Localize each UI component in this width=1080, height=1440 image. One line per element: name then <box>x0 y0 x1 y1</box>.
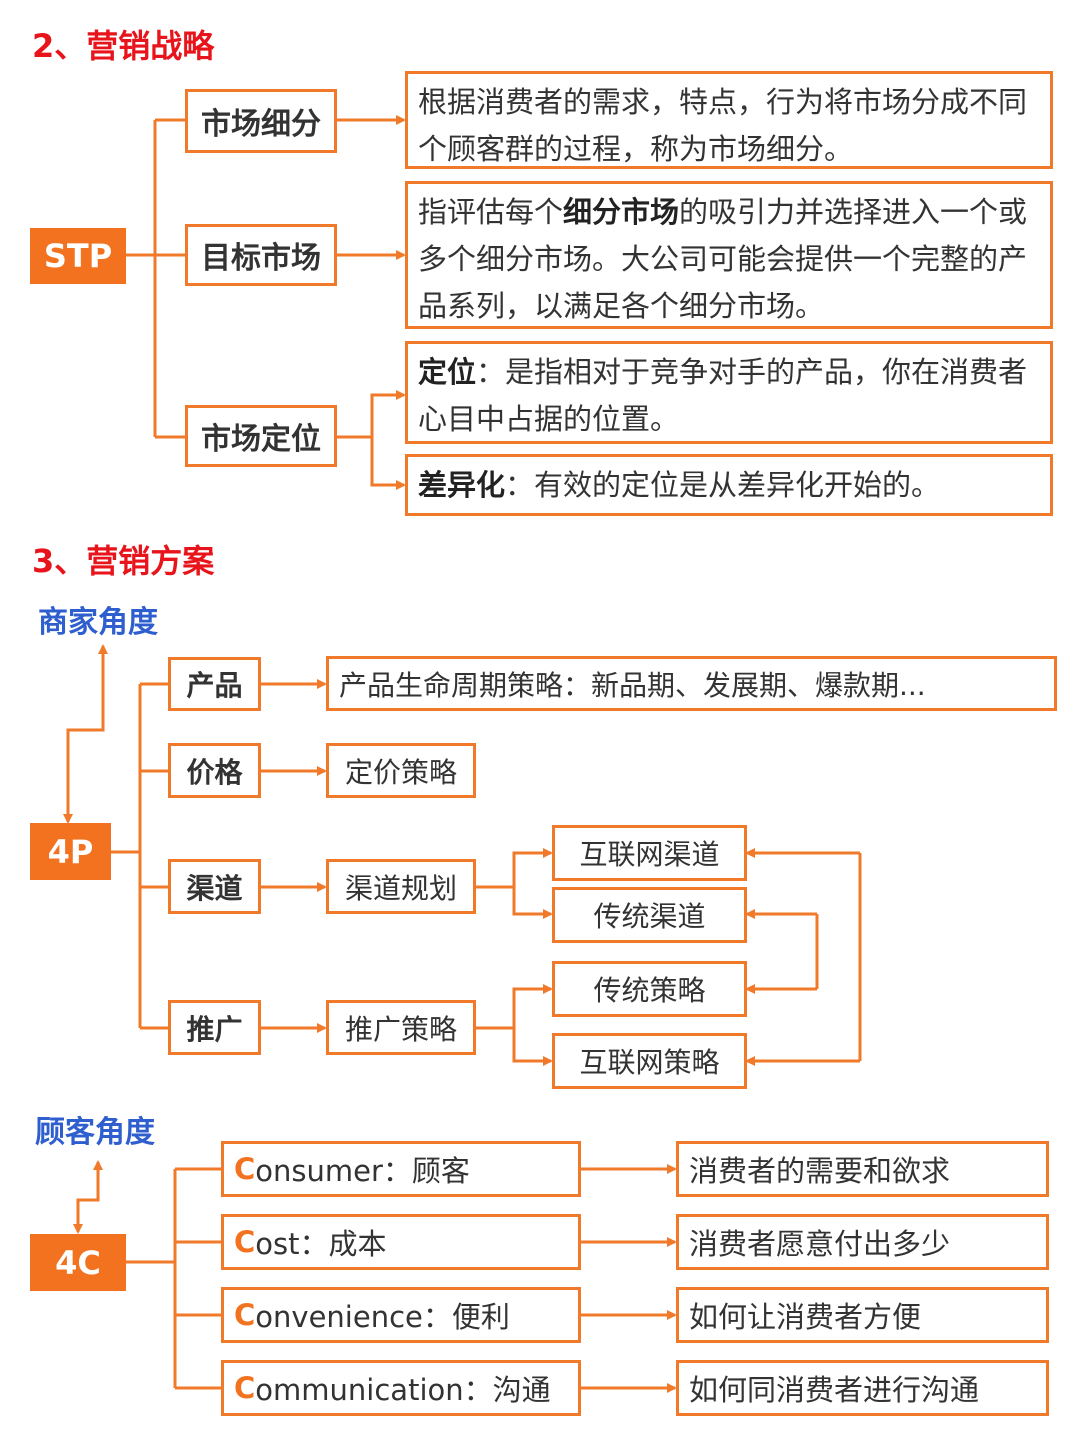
section-2-heading: 2、营销战略 <box>32 27 215 65</box>
positioning-text: ：是指相对于竞争对手的产品，你在消费者心目中占据的位置。 <box>418 355 1028 436</box>
segmentation-text: 根据消费者的需求，特点，行为将市场分成不同个顾客群的过程，称为市场细分。 <box>418 85 1028 166</box>
cost-label: ost：成本 <box>255 1227 387 1261</box>
segmentation-description: 根据消费者的需求，特点，行为将市场分成不同个顾客群的过程，称为市场细分。 <box>405 71 1053 169</box>
target-text-bold: 细分市场 <box>563 195 680 229</box>
market-positioning-node: 市场定位 <box>185 405 337 467</box>
4c-root-node: 4C <box>30 1234 126 1291</box>
c-letter: C <box>234 1371 256 1405</box>
traditional-strategy: 传统策略 <box>552 961 747 1017</box>
market-segmentation-node: 市场细分 <box>185 89 337 153</box>
internet-strategy: 互联网策略 <box>552 1033 747 1089</box>
cost-meaning: 消费者愿意付出多少 <box>676 1214 1049 1270</box>
differentiation-description: 差异化：有效的定位是从差异化开始的。 <box>405 454 1053 516</box>
product-node: 产品 <box>168 657 261 711</box>
price-node: 价格 <box>168 743 261 798</box>
target-text-post: 的吸引力并选择进入一个或多个细分市场。大公司可能会提供一个完整的产品系列，以满足… <box>418 195 1028 323</box>
channel-node: 渠道 <box>168 859 261 914</box>
consumer-label: onsumer：顾客 <box>255 1154 470 1188</box>
merchant-view-label: 商家角度 <box>38 605 158 640</box>
target-text-pre: 指评估每个 <box>418 195 564 229</box>
customer-view-label: 顾客角度 <box>35 1115 155 1150</box>
c-letter: C <box>234 1298 256 1332</box>
channel-planning: 渠道规划 <box>326 859 476 914</box>
stp-root-node: STP <box>30 228 126 284</box>
promotion-node: 推广 <box>168 1000 261 1055</box>
internet-channel: 互联网渠道 <box>552 825 747 881</box>
convenience-meaning: 如何让消费者方便 <box>676 1287 1049 1343</box>
target-market-description: 指评估每个细分市场的吸引力并选择进入一个或多个细分市场。大公司可能会提供一个完整… <box>405 181 1053 329</box>
consumer-meaning: 消费者的需要和欲求 <box>676 1141 1049 1197</box>
positioning-description: 定位：是指相对于竞争对手的产品，你在消费者心目中占据的位置。 <box>405 341 1053 444</box>
pricing-strategy: 定价策略 <box>326 743 476 798</box>
c-letter: C <box>234 1152 256 1186</box>
communication-label: ommunication：沟通 <box>255 1373 551 1407</box>
product-lifecycle-strategy: 产品生命周期策略：新品期、发展期、爆款期... <box>326 656 1057 711</box>
communication-meaning: 如何同消费者进行沟通 <box>676 1360 1049 1416</box>
section-3-heading: 3、营销方案 <box>32 542 215 580</box>
c-letter: C <box>234 1225 256 1259</box>
convenience-label: onvenience：便利 <box>255 1300 510 1334</box>
target-market-node: 目标市场 <box>185 224 337 286</box>
positioning-term: 定位 <box>418 355 477 389</box>
traditional-channel: 传统渠道 <box>552 887 747 943</box>
promotion-strategy: 推广策略 <box>326 1000 476 1055</box>
4p-root-node: 4P <box>30 823 111 880</box>
differentiation-text: ：有效的定位是从差异化开始的。 <box>505 467 941 502</box>
differentiation-term: 差异化 <box>418 467 506 502</box>
